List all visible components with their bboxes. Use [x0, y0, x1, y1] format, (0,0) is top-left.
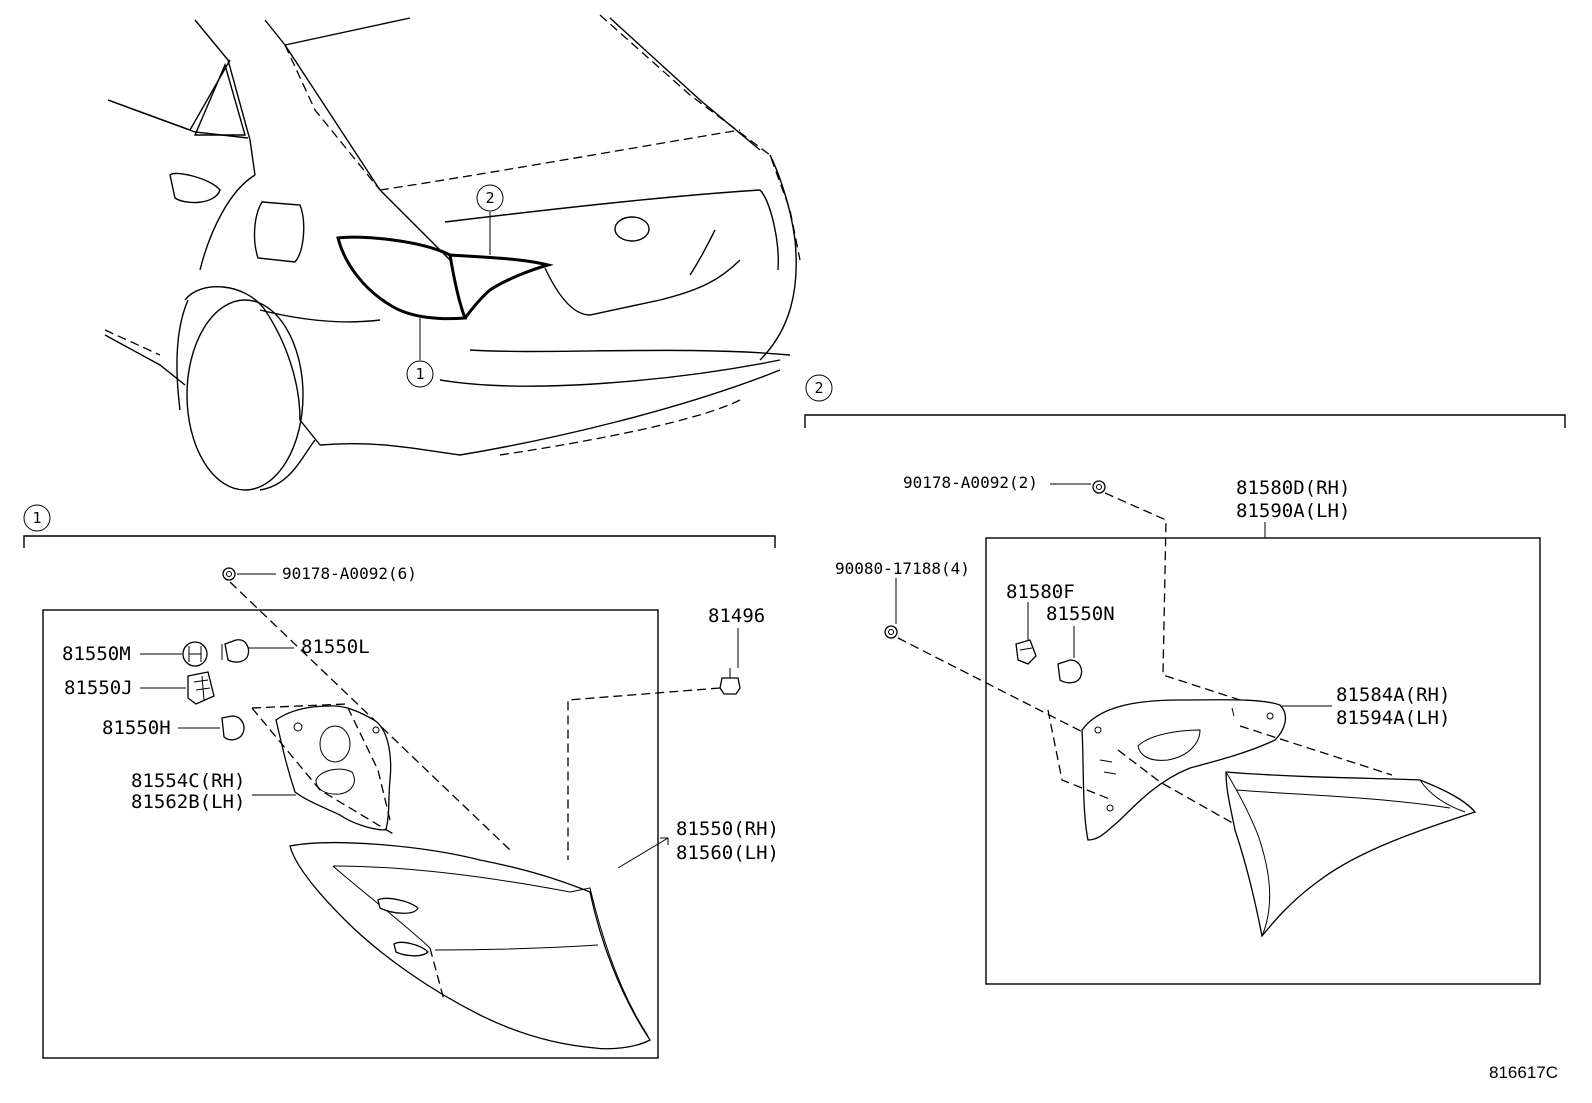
socket-f-icon — [1015, 639, 1037, 665]
part-90178-a0092-2: 90178-A0092(2) — [903, 473, 1038, 492]
inner-tail-lamp — [1225, 771, 1477, 938]
part-81562b-lh: 81562B(LH) — [131, 791, 245, 813]
group-2-exploded-view: 2 90178-A0092(2) 81580D(RH) 81590A(LH) 9… — [804, 374, 1566, 985]
tail-lamp-assembly — [289, 842, 651, 1050]
bulb-l-icon — [221, 639, 250, 663]
bulb-h-icon — [221, 715, 245, 741]
part-81550-rh: 81550(RH) — [676, 818, 779, 840]
clip-icon — [719, 668, 741, 695]
part-81560-lh: 81560(LH) — [676, 842, 779, 864]
lamp-gasket-plate — [1081, 699, 1287, 841]
part-81580f: 81580F — [1006, 581, 1075, 603]
group-2-frame — [985, 537, 1541, 985]
part-81496: 81496 — [708, 605, 765, 627]
group-1-frame — [42, 609, 659, 1059]
part-81550m: 81550M — [62, 643, 131, 665]
bolt-icon — [222, 567, 236, 581]
figure-reference: 816617C — [1489, 1063, 1558, 1082]
callout-2-label: 2 — [485, 189, 494, 207]
part-81584a-rh: 81584A(RH) — [1336, 684, 1450, 706]
bolt-icon — [1092, 480, 1106, 494]
part-81594a-lh: 81594A(LH) — [1336, 707, 1450, 729]
part-81550n: 81550N — [1046, 603, 1115, 625]
part-81550j: 81550J — [64, 677, 133, 699]
part-81550h: 81550H — [102, 717, 171, 739]
lamp-gasket-plate — [275, 705, 392, 831]
part-90080-17188-4: 90080-17188(4) — [835, 559, 970, 578]
bolt-icon — [884, 625, 898, 639]
part-81554c-rh: 81554C(RH) — [131, 770, 245, 792]
bulb-n-icon — [1057, 659, 1083, 684]
part-90178-a0092-6: 90178-A0092(6) — [282, 564, 417, 583]
group-2-marker: 2 — [814, 379, 823, 397]
part-81550l: 81550L — [301, 636, 370, 658]
socket-j-icon — [187, 671, 215, 705]
callout-1-label: 1 — [415, 365, 424, 383]
part-81590a-lh: 81590A(LH) — [1236, 500, 1350, 522]
car-rear-illustration: 1 2 — [104, 14, 801, 491]
group-1-marker: 1 — [32, 509, 41, 527]
socket-m-icon — [182, 641, 208, 667]
group-1-exploded-view: 1 90178-A0092(6) 81550M 81550L — [23, 504, 779, 1059]
part-81580d-rh: 81580D(RH) — [1236, 477, 1350, 499]
